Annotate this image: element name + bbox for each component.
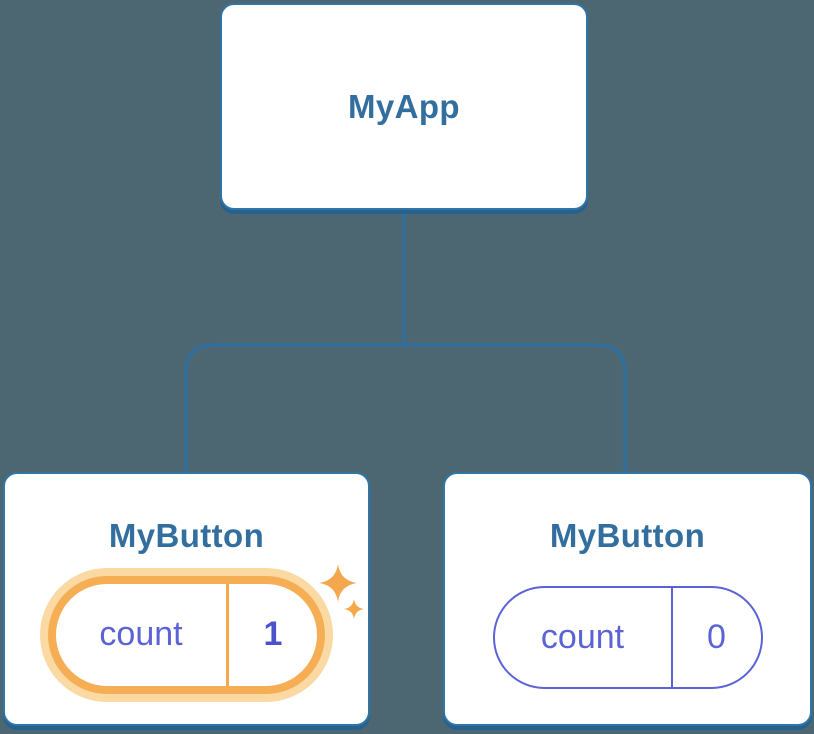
pill-divider bbox=[670, 587, 673, 687]
component-node-myapp: MyApp bbox=[220, 3, 588, 210]
node-label-myapp: MyApp bbox=[348, 87, 460, 125]
state-value: 0 bbox=[707, 617, 726, 656]
component-node-mybutton-right: MyButton count 0 bbox=[443, 472, 812, 726]
pill-divider bbox=[226, 583, 229, 686]
node-label-mybutton-left: MyButton bbox=[108, 517, 265, 554]
state-key-label: count bbox=[99, 615, 183, 654]
node-label-mybutton-right: MyButton bbox=[549, 517, 706, 554]
component-node-mybutton-left: MyButton count 1 bbox=[3, 472, 370, 726]
state-pill-highlighted: count 1 bbox=[48, 575, 325, 694]
state-pill: count 0 bbox=[492, 585, 763, 689]
connector-branch-bracket bbox=[184, 343, 627, 472]
state-key-label: count bbox=[540, 617, 625, 656]
state-value: 1 bbox=[263, 615, 283, 654]
